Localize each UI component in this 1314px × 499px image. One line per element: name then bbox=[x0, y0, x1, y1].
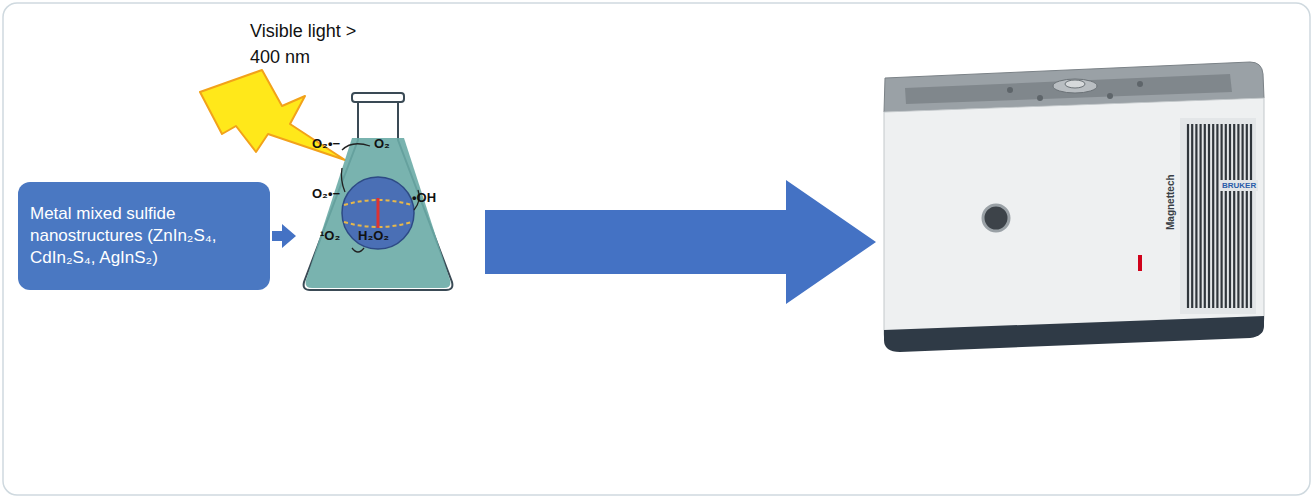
brand-label: BRUKER bbox=[1220, 180, 1258, 191]
spectrometer-node: Magnettech BRUKER bbox=[880, 60, 1270, 355]
vent-slot bbox=[1204, 124, 1206, 308]
panel-frame bbox=[3, 3, 1310, 495]
brand-label: Magnettech bbox=[1165, 174, 1176, 230]
vent-slot bbox=[1199, 124, 1201, 308]
species-label: O₂•− bbox=[312, 136, 340, 151]
vent-slot bbox=[1220, 124, 1222, 308]
vent-slot bbox=[1237, 124, 1239, 308]
species-label: O₂•− bbox=[312, 186, 340, 201]
species-label: O₂ bbox=[374, 136, 390, 151]
vent-slot bbox=[1208, 124, 1210, 308]
vent-slot bbox=[1246, 124, 1248, 308]
vent-slot bbox=[1233, 124, 1235, 308]
vent-slot bbox=[1225, 124, 1227, 308]
epr-spectrometer bbox=[884, 62, 1264, 352]
vent-slot bbox=[1241, 124, 1243, 308]
vent-slot bbox=[1229, 124, 1231, 308]
block-arrow bbox=[272, 224, 296, 248]
flask-node: O₂•− O₂ O₂•− •OH ¹O₂ H₂O₂ bbox=[300, 90, 458, 295]
species-label: ¹O₂ bbox=[320, 228, 340, 243]
vent-slot bbox=[1187, 124, 1189, 308]
box-label: Metal mixed sulfide nanostructures (ZnIn… bbox=[30, 203, 258, 269]
lightning-bolt bbox=[200, 70, 345, 160]
vent-slot bbox=[1212, 124, 1214, 308]
species-label: •OH bbox=[412, 190, 436, 205]
vent-slot bbox=[1191, 124, 1193, 308]
vent-slot bbox=[1195, 124, 1197, 308]
species-label: H₂O₂ bbox=[358, 228, 389, 243]
vent-slot bbox=[1216, 124, 1218, 308]
material-box: Metal mixed sulfide nanostructures (ZnIn… bbox=[18, 182, 270, 290]
block-arrow bbox=[485, 180, 876, 304]
flask bbox=[304, 93, 453, 290]
vent-slot bbox=[1250, 124, 1252, 308]
light-label: Visible light > 400 nm bbox=[250, 18, 380, 70]
